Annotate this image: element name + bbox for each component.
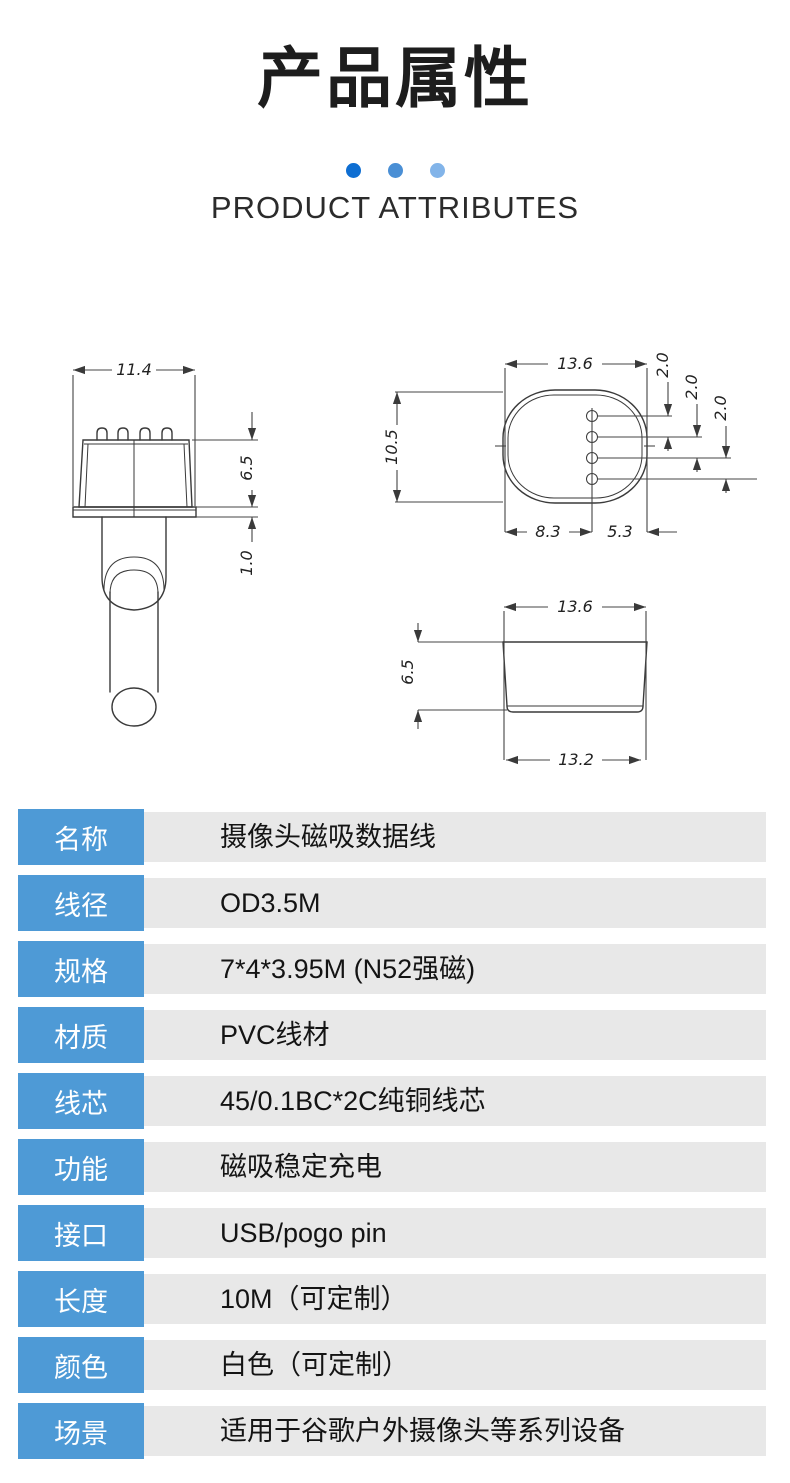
attribute-value: 10M（可定制） [220, 1284, 408, 1314]
table-row: 功能 磁吸稳定充电 [18, 1139, 766, 1195]
row-background [144, 944, 766, 994]
page-subtitle: PRODUCT ATTRIBUTES [210, 190, 580, 225]
dimension-label: 2.0 [682, 374, 701, 399]
table-row: 线芯 45/0.1BC*2C纯铜线芯 [18, 1073, 766, 1129]
title-divider-dots [0, 162, 790, 178]
attribute-value: 白色（可定制） [220, 1350, 409, 1380]
spec-table: 名称 摄像头磁吸数据线 线径 OD3.5M 规格 7*4*3.95M (N52强… [18, 809, 766, 1469]
attribute-value: 摄像头磁吸数据线 [220, 822, 436, 852]
table-row: 名称 摄像头磁吸数据线 [18, 809, 766, 865]
dot-icon [345, 162, 361, 178]
table-row: 颜色 白色（可定制） [18, 1337, 766, 1393]
page-title: 产品属性 [257, 41, 533, 115]
attribute-label: 颜色 [18, 1337, 144, 1393]
dimension-label: 10.5 [382, 429, 401, 465]
row-background [144, 1208, 766, 1258]
dimension-label: 6.5 [237, 455, 256, 480]
row-background [144, 1274, 766, 1324]
row-background [144, 1406, 766, 1456]
row-background [144, 1076, 766, 1126]
table-row: 规格 7*4*3.95M (N52强磁) [18, 941, 766, 997]
bottom-view: 13.6 6.5 13.2 [398, 597, 648, 769]
dimension-label: 2.0 [711, 395, 730, 420]
dimension-label: 13.6 [557, 597, 593, 616]
dimension-label: 1.0 [237, 550, 256, 575]
attribute-value: USB/pogo pin [220, 1218, 387, 1248]
attribute-label: 线径 [18, 875, 144, 931]
technical-drawing: 11.4 6.5 1.0 13.6 [72, 352, 757, 769]
attribute-label: 长度 [18, 1271, 144, 1327]
attribute-value: 磁吸稳定充电 [220, 1152, 382, 1182]
attribute-label: 线芯 [18, 1073, 144, 1129]
attribute-value: 7*4*3.95M (N52强磁) [220, 954, 476, 984]
dimension-label: 2.0 [653, 352, 672, 377]
attribute-label: 场景 [18, 1403, 144, 1459]
attribute-value: 45/0.1BC*2C纯铜线芯 [220, 1086, 486, 1116]
row-background [144, 1010, 766, 1060]
dimension-label: 5.3 [607, 522, 632, 541]
row-background [144, 812, 766, 862]
dot-icon [429, 162, 445, 178]
attribute-label: 功能 [18, 1139, 144, 1195]
dimension-label: 11.4 [116, 360, 152, 379]
row-background [144, 1142, 766, 1192]
attribute-value: 适用于谷歌户外摄像头等系列设备 [220, 1416, 625, 1446]
row-background [144, 878, 766, 928]
dot-icon [387, 162, 403, 178]
dimension-label: 8.3 [535, 522, 560, 541]
attribute-label: 材质 [18, 1007, 144, 1063]
side-view: 11.4 6.5 1.0 [72, 360, 258, 727]
dimension-label: 13.6 [557, 354, 593, 373]
dimension-label: 13.2 [558, 750, 594, 769]
row-background [144, 1340, 766, 1390]
table-row: 场景 适用于谷歌户外摄像头等系列设备 [18, 1403, 766, 1459]
attribute-label: 规格 [18, 941, 144, 997]
attribute-label: 名称 [18, 809, 144, 865]
table-row: 线径 OD3.5M [18, 875, 766, 931]
attribute-value: OD3.5M [220, 888, 321, 918]
table-row: 接口 USB/pogo pin [18, 1205, 766, 1261]
front-view: 13.6 10.5 2.0 2.0 2.0 8.3 5.3 [382, 352, 757, 541]
table-row: 长度 10M（可定制） [18, 1271, 766, 1327]
attribute-label: 接口 [18, 1205, 144, 1261]
table-row: 材质 PVC线材 [18, 1007, 766, 1063]
attribute-value: PVC线材 [220, 1020, 330, 1050]
dimension-label: 6.5 [398, 659, 417, 684]
